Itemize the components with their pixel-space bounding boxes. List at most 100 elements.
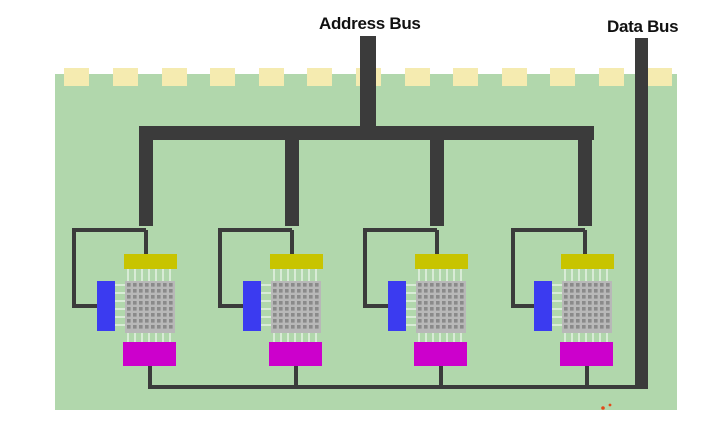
memory-cell [273, 325, 277, 329]
memory-cell [576, 295, 580, 299]
memory-cell [564, 301, 568, 305]
memory-cell [594, 319, 598, 323]
memory-cell [273, 283, 277, 287]
memory-cell [157, 283, 161, 287]
memory-cell [418, 319, 422, 323]
memory-cell [285, 319, 289, 323]
memory-cell [279, 307, 283, 311]
memory-cell [424, 313, 428, 317]
memory-cell [133, 319, 137, 323]
memory-cell [291, 295, 295, 299]
memory-cell [600, 325, 604, 329]
memory-chip-1 [97, 254, 177, 366]
memory-cell [145, 313, 149, 317]
memory-cell [309, 313, 313, 317]
sense-amplifier-block [123, 342, 176, 366]
memory-cell [297, 301, 301, 305]
memory-cell [430, 307, 434, 311]
sense-amplifier-block [269, 342, 322, 366]
memory-cell [139, 307, 143, 311]
memory-cell [576, 319, 580, 323]
memory-chip-4 [534, 254, 614, 366]
memory-cell [606, 307, 610, 311]
memory-cell [291, 301, 295, 305]
memory-cell [169, 283, 173, 287]
memory-cell [273, 295, 277, 299]
memory-cell [169, 289, 173, 293]
memory-cell [594, 289, 598, 293]
memory-cell [315, 313, 319, 317]
memory-cell [454, 319, 458, 323]
address-branch-chip-3 [363, 228, 439, 308]
memory-cell [442, 295, 446, 299]
memory-cell [285, 289, 289, 293]
memory-cell [139, 301, 143, 305]
memory-cell [600, 295, 604, 299]
memory-cell [424, 289, 428, 293]
memory-cell [285, 307, 289, 311]
memory-cell [309, 283, 313, 287]
memory-cell [163, 325, 167, 329]
memory-cell [454, 325, 458, 329]
address-branch-chip-1 [72, 228, 148, 308]
memory-cell [145, 283, 149, 287]
memory-cell [279, 295, 283, 299]
memory-cell [273, 289, 277, 293]
memory-cell [442, 289, 446, 293]
memory-cell [460, 283, 464, 287]
memory-cell [582, 283, 586, 287]
connector-pad [210, 68, 235, 86]
memory-cell [139, 289, 143, 293]
memory-cell [151, 325, 155, 329]
memory-cell [606, 319, 610, 323]
memory-cell [315, 283, 319, 287]
row-decoder [388, 281, 406, 331]
memory-cell [448, 283, 452, 287]
memory-cell [279, 283, 283, 287]
memory-cell [436, 325, 440, 329]
memory-cell [460, 301, 464, 305]
address-branches [72, 228, 587, 308]
memory-cell [163, 301, 167, 305]
memory-cell [576, 325, 580, 329]
memory-cell [460, 313, 464, 317]
memory-cell [588, 313, 592, 317]
memory-cell [297, 289, 301, 293]
memory-cell [424, 301, 428, 305]
memory-cell [133, 289, 137, 293]
corner-marker [601, 403, 612, 410]
memory-cell [436, 313, 440, 317]
memory-cell [460, 289, 464, 293]
memory-cell [436, 301, 440, 305]
address-bus-drop [139, 126, 153, 226]
memory-cell [163, 295, 167, 299]
memory-cell [418, 295, 422, 299]
address-bus [139, 36, 594, 226]
memory-cell [442, 319, 446, 323]
address-bus-label: Address Bus [319, 14, 421, 33]
memory-cell [145, 289, 149, 293]
memory-cell [169, 301, 173, 305]
memory-cell [303, 283, 307, 287]
data-bus-tap [294, 366, 589, 387]
memory-cell [151, 295, 155, 299]
memory-cell [606, 313, 610, 317]
memory-cell [430, 295, 434, 299]
memory-cell [157, 289, 161, 293]
connector-pad [599, 68, 624, 86]
memory-cell [600, 313, 604, 317]
memory-cell [564, 295, 568, 299]
memory-cell [291, 313, 295, 317]
memory-cell [576, 313, 580, 317]
memory-cell [133, 313, 137, 317]
memory-cell [424, 283, 428, 287]
memory-cell [303, 301, 307, 305]
address-bus-drop [578, 126, 592, 226]
memory-cell [315, 289, 319, 293]
memory-cell [570, 283, 574, 287]
memory-cell [157, 313, 161, 317]
address-bus-drop [430, 126, 444, 226]
row-decoder [534, 281, 552, 331]
memory-cell [582, 319, 586, 323]
memory-cell [273, 307, 277, 311]
